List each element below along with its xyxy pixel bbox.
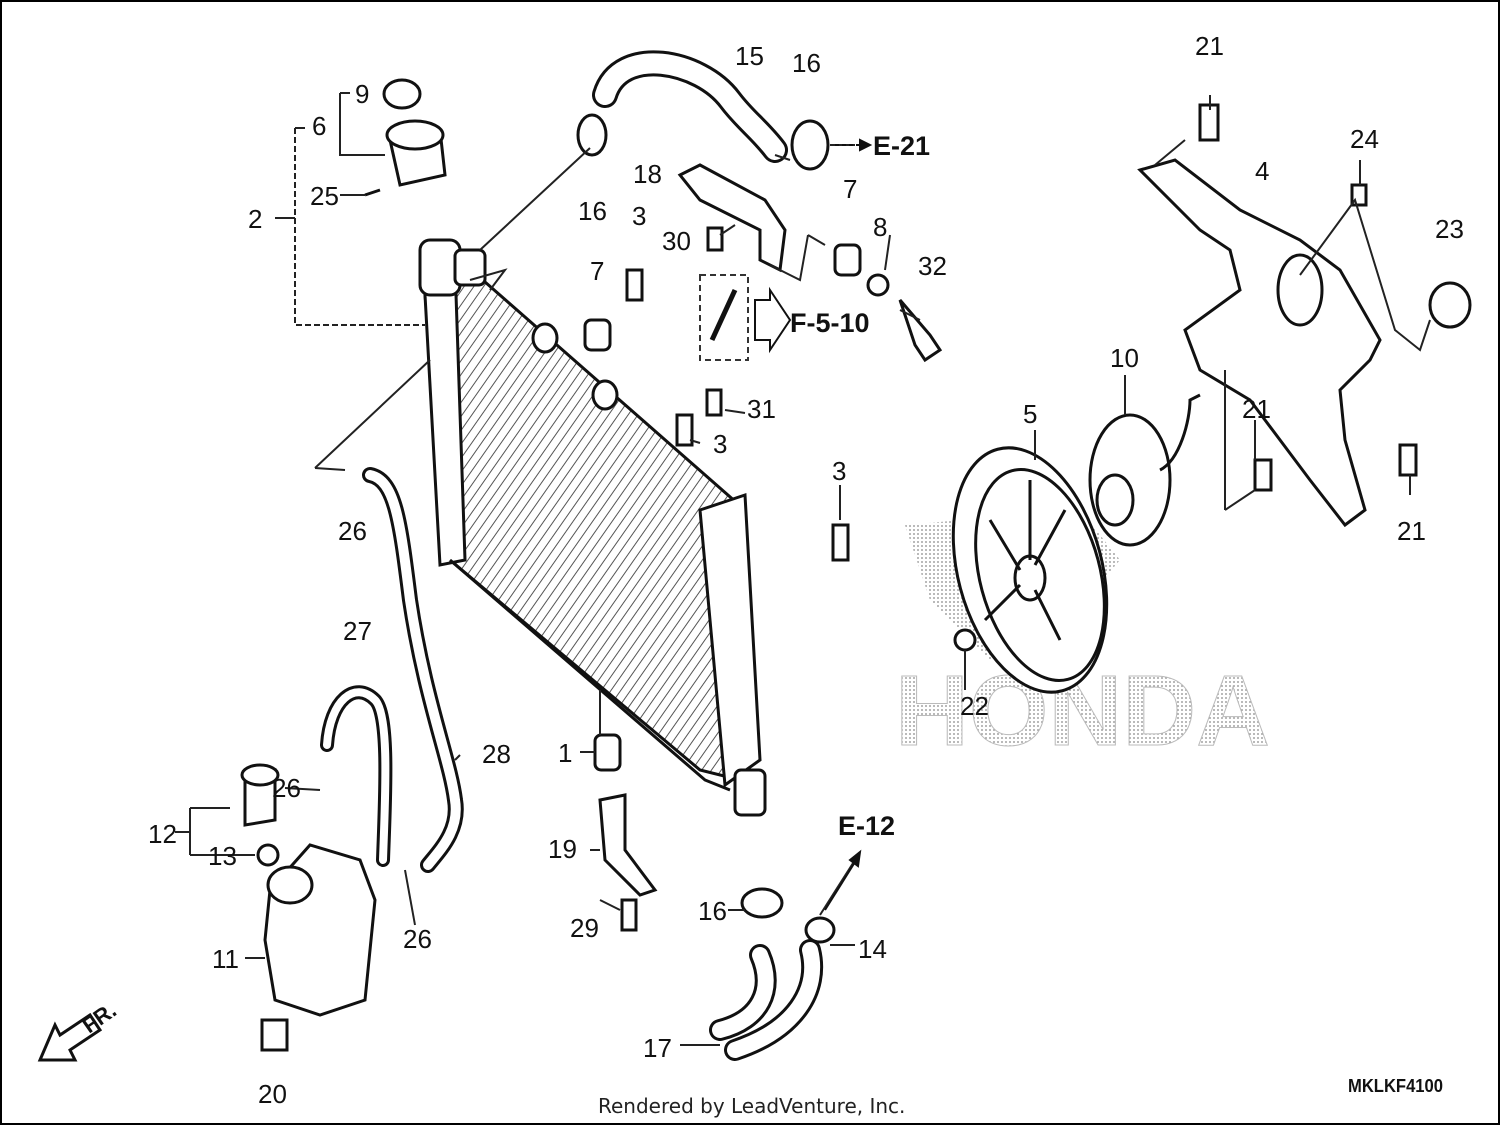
part-label: 21 bbox=[1242, 394, 1271, 424]
hose-clamp bbox=[576, 113, 830, 171]
part-label: 22 bbox=[960, 691, 989, 721]
part-label: 3 bbox=[713, 429, 727, 459]
bolt-30 bbox=[706, 226, 724, 252]
part-label: 32 bbox=[918, 251, 947, 281]
front-arrow-icon bbox=[37, 1012, 103, 1062]
clip-3b bbox=[675, 413, 694, 447]
part-label: 7 bbox=[843, 174, 857, 204]
part-label: 3 bbox=[832, 456, 846, 486]
part-label: 29 bbox=[570, 913, 599, 943]
part-label: 8 bbox=[873, 212, 887, 242]
fan-motor bbox=[1088, 393, 1201, 547]
part-label: 27 bbox=[343, 616, 372, 646]
part-label: 26 bbox=[403, 924, 432, 954]
diagram-code: MKLKF4100 bbox=[1348, 1076, 1443, 1096]
clamp-16-lower bbox=[740, 887, 784, 919]
part-label: 1 bbox=[558, 738, 572, 768]
part-label: 26 bbox=[272, 773, 301, 803]
ref-arrow-f510 bbox=[754, 286, 792, 354]
part-label: 16 bbox=[792, 48, 821, 78]
bolt-29 bbox=[620, 898, 638, 932]
part-label: 15 bbox=[735, 41, 764, 71]
part-label: 24 bbox=[1350, 124, 1379, 154]
part-label: 18 bbox=[633, 159, 662, 189]
bolt-21c bbox=[1398, 443, 1418, 477]
bracket-19 bbox=[598, 793, 658, 897]
connector-23 bbox=[1428, 281, 1472, 329]
bolt-21b bbox=[1253, 458, 1273, 492]
part-label: 21 bbox=[1397, 516, 1426, 546]
part-label: 4 bbox=[1255, 156, 1269, 186]
leader-lines bbox=[175, 92, 1431, 1046]
part-labels: 1 2 3 3 3 3 4 5 6 7 7 8 9 10 11 12 13 14… bbox=[148, 31, 1464, 1109]
cooling-fan bbox=[951, 446, 1109, 694]
radiator-cap bbox=[364, 78, 447, 197]
reserve-tank bbox=[240, 763, 377, 1052]
part-label: 3 bbox=[632, 201, 646, 231]
collar-8 bbox=[866, 273, 890, 297]
part-label: 9 bbox=[355, 79, 369, 109]
part-label: 21 bbox=[1195, 31, 1224, 61]
clip-3a bbox=[625, 268, 644, 302]
grommet-7 bbox=[583, 318, 612, 352]
part-label: 10 bbox=[1110, 343, 1139, 373]
ref-e12[interactable]: E-12 bbox=[838, 811, 895, 841]
part-label: 6 bbox=[312, 111, 326, 141]
bolt-21a bbox=[1198, 103, 1220, 142]
part-label: 20 bbox=[258, 1079, 287, 1109]
clip-3c bbox=[831, 523, 850, 562]
part-label: 2 bbox=[248, 204, 262, 234]
part-label: 13 bbox=[208, 841, 237, 871]
part-label: 16 bbox=[578, 196, 607, 226]
nut-22 bbox=[953, 628, 977, 652]
part-label: 31 bbox=[747, 394, 776, 424]
part-label: 28 bbox=[482, 739, 511, 769]
grommet-1 bbox=[593, 733, 622, 772]
part-label: 11 bbox=[212, 944, 239, 974]
part-label: 7 bbox=[590, 256, 604, 286]
fan-shroud bbox=[1137, 158, 1382, 528]
ref-f510[interactable]: F-5-10 bbox=[790, 308, 870, 338]
clamp-14 bbox=[804, 916, 836, 944]
ref-e21[interactable]: E-21 bbox=[873, 131, 930, 161]
part-label: 26 bbox=[338, 516, 367, 546]
part-label: 19 bbox=[548, 834, 577, 864]
upper-bracket bbox=[677, 163, 787, 273]
part-label: 30 bbox=[662, 226, 691, 256]
bolt-31 bbox=[705, 388, 723, 417]
radiator bbox=[418, 238, 767, 817]
grommet-7b bbox=[833, 243, 862, 277]
f510-box bbox=[699, 274, 749, 361]
part-label: 12 bbox=[148, 819, 177, 849]
part-label: 14 bbox=[858, 934, 887, 964]
front-indicator: FR. bbox=[37, 997, 121, 1062]
part-label: 16 bbox=[698, 896, 727, 926]
bolt-32 bbox=[898, 299, 943, 363]
footer-credit: Rendered by LeadVenture, Inc. bbox=[598, 1094, 905, 1118]
part-label: 25 bbox=[310, 181, 339, 211]
part-label: 23 bbox=[1435, 214, 1464, 244]
ref-arrows bbox=[824, 138, 873, 911]
part-label: 17 bbox=[643, 1033, 672, 1063]
part-label: 5 bbox=[1023, 399, 1037, 429]
